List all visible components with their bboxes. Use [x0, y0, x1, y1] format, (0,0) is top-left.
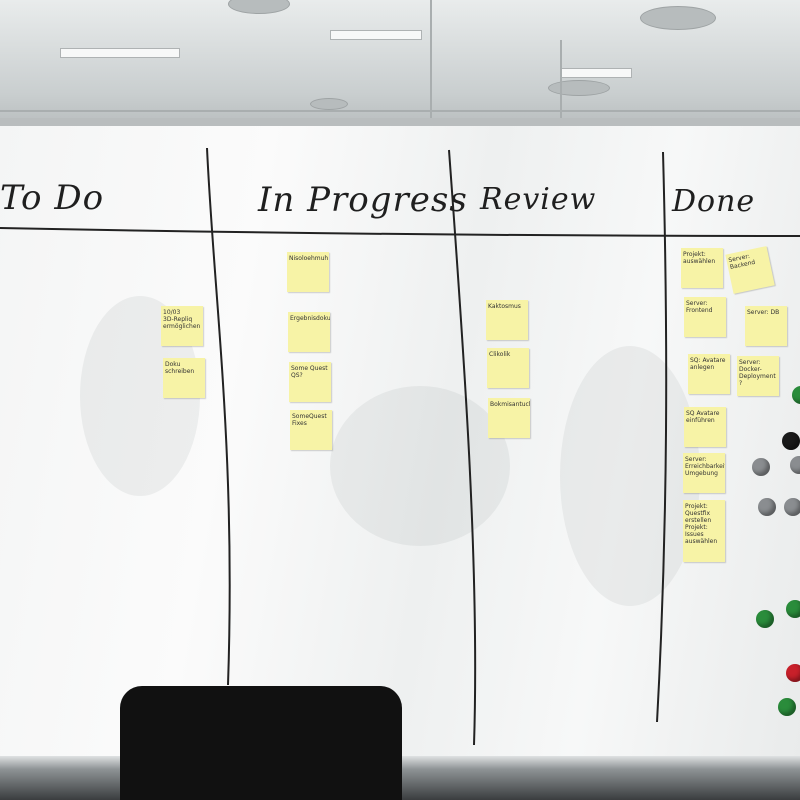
- sticky-note-done: Projekt: Questfix erstellen Projekt: Iss…: [683, 500, 725, 562]
- sticky-note-todo: Doku schreiben: [163, 358, 205, 398]
- sticky-note-in-progress: Nisoloehmuh: [287, 252, 329, 292]
- sticky-note-in-progress: Ergebnisdoku: [288, 312, 330, 352]
- ceiling-light: [60, 48, 180, 58]
- column-header-todo: To Do: [0, 178, 105, 218]
- magnet: [786, 664, 800, 682]
- reflection: [330, 386, 510, 546]
- ceiling-vent: [548, 80, 610, 96]
- magnet: [778, 698, 796, 716]
- sticky-note-done: Projekt: auswählen: [681, 248, 723, 288]
- magnet: [790, 456, 800, 474]
- sticky-note-done: Server: Frontend: [684, 297, 726, 337]
- sticky-note-review: Bokmisantuch: [488, 398, 530, 438]
- ceiling-background: [0, 0, 800, 135]
- magnet: [758, 498, 776, 516]
- sticky-note-review: Clikolik: [487, 348, 529, 388]
- glass-partition: [430, 0, 432, 135]
- reflection: [560, 346, 700, 606]
- column-header-done: Done: [672, 184, 756, 219]
- ceiling-light: [330, 30, 422, 40]
- glass-partition: [560, 40, 562, 135]
- sticky-note-todo: 10/03 3D-Repliq ermöglichen: [161, 306, 203, 346]
- ceiling-vent: [640, 6, 716, 30]
- sticky-note-in-progress: SomeQuest Fixes: [290, 410, 332, 450]
- sticky-note-done: Server: DB: [745, 306, 787, 346]
- sticky-note-done: Server: Erreichbarkeit Umgebung: [683, 453, 725, 493]
- sticky-note-done: SQ Avatare einführen: [684, 407, 726, 447]
- column-header-review: Review: [480, 182, 597, 217]
- sticky-note-done: SQ: Avatare anlegen: [688, 354, 730, 394]
- magnet: [756, 610, 774, 628]
- sticky-note-done: Server: Backend: [725, 246, 775, 294]
- magnet: [752, 458, 770, 476]
- sticky-note-in-progress: Some Quest QS?: [289, 362, 331, 402]
- magnet: [786, 600, 800, 618]
- sticky-note-done: Server: Docker-Deployment ?: [737, 356, 779, 396]
- magnet: [782, 432, 800, 450]
- magnet: [792, 386, 800, 404]
- ceiling-vent: [310, 98, 348, 110]
- office-chair: [120, 686, 402, 800]
- glass-partition: [0, 110, 800, 112]
- sticky-note-review: Kaktosmus: [486, 300, 528, 340]
- column-header-in-progress: In Progress: [258, 180, 468, 220]
- magnet: [784, 498, 800, 516]
